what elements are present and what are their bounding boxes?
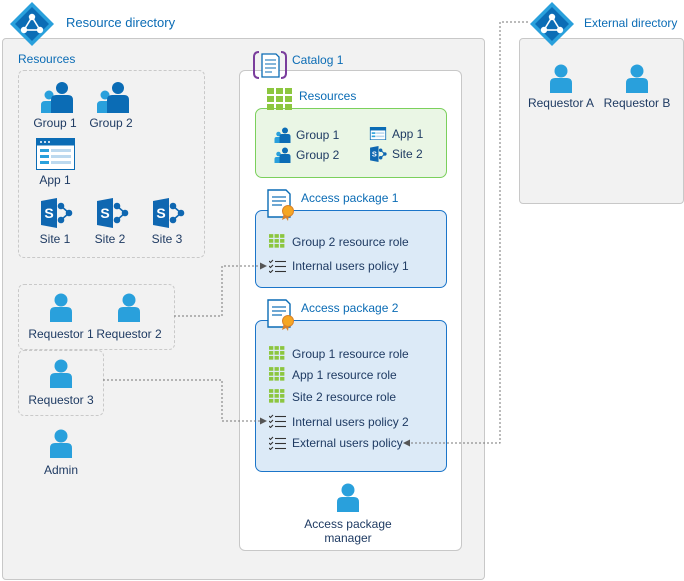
group-1-icon	[40, 81, 74, 113]
connector-external-to-external-policy	[403, 21, 528, 447]
catalog-resources-title: Resources	[299, 89, 357, 103]
ap2-policy-1-label: Internal users policy 2	[292, 415, 409, 429]
svg-text:S: S	[100, 205, 109, 221]
site-3-sharepoint-icon: S	[151, 198, 185, 228]
site-2-label: Site 2	[94, 232, 126, 246]
catalog-app-1-label: App 1	[392, 127, 424, 141]
catalog-title: Catalog 1	[292, 53, 344, 67]
ap1-role-1-label: Group 2 resource role	[292, 235, 409, 249]
ap2-role-2-grid-icon	[269, 367, 285, 382]
access-package-1-title: Access package 1	[301, 191, 399, 205]
ap2-role-1-grid-icon	[269, 346, 285, 361]
svg-text:S: S	[372, 150, 377, 159]
ap2-policy-1-checklist-icon	[269, 414, 286, 428]
access-package-1-box	[255, 210, 447, 288]
svg-text:S: S	[44, 205, 53, 221]
admin-label: Admin	[43, 463, 78, 477]
admin-person-icon	[49, 428, 73, 458]
requestor-1-2-group	[18, 284, 175, 350]
requestor-a-person-icon	[549, 63, 573, 93]
requestor-3-group	[18, 350, 104, 416]
ap2-role-1-label: Group 1 resource role	[292, 347, 409, 361]
requestor-b-label: Requestor B	[603, 96, 671, 110]
catalog-resources-box	[255, 108, 447, 178]
ap2-policy-2-checklist-icon	[269, 436, 286, 450]
connector-requestors-to-policy-1	[174, 262, 267, 317]
group-2-label: Group 2	[89, 116, 133, 130]
catalog-group-2-label: Group 2	[296, 148, 340, 162]
group-2-icon	[96, 81, 130, 113]
requestor-3-label: Requestor 3	[28, 393, 94, 407]
catalog-group-2-icon	[273, 147, 292, 163]
resource-directory-title: Resource directory	[66, 15, 176, 30]
svg-text:S: S	[156, 205, 165, 221]
requestor-2-person-icon	[117, 292, 141, 322]
requestor-1-label: Requestor 1	[28, 327, 94, 341]
ap2-policy-2-label: External users policy	[292, 436, 403, 450]
requestor-b-person-icon	[625, 63, 649, 93]
ap2-role-3-grid-icon	[269, 389, 285, 404]
ap1-policy-checklist-icon	[269, 259, 286, 273]
access-package-manager-label: Access package manager	[304, 517, 392, 545]
requestor-3-person-icon	[49, 358, 73, 388]
connector-requestor-3-to-policy-2	[103, 379, 267, 425]
site-1-label: Site 1	[39, 232, 71, 246]
access-package-2-title: Access package 2	[301, 301, 399, 315]
ap1-role-grid-icon	[269, 234, 285, 249]
access-package-2-icon	[266, 299, 298, 331]
requestor-1-person-icon	[49, 292, 73, 322]
catalog-app-1-icon	[369, 127, 387, 140]
ap2-role-2-label: App 1 resource role	[292, 368, 397, 382]
app-1-label: App 1	[39, 173, 71, 187]
resource-directory-icon	[9, 1, 55, 47]
catalog-group-1-label: Group 1	[296, 128, 340, 142]
ap1-policy-1-label: Internal users policy 1	[292, 259, 409, 273]
site-3-label: Site 3	[151, 232, 183, 246]
site-1-sharepoint-icon: S	[39, 198, 73, 228]
access-package-manager-person-icon	[336, 482, 360, 512]
resources-grid-icon	[267, 88, 293, 112]
app-1-icon	[36, 138, 75, 170]
requestor-a-label: Requestor A	[527, 96, 595, 110]
catalog-site-2-sharepoint-icon: S	[369, 146, 387, 162]
requestor-2-label: Requestor 2	[96, 327, 162, 341]
ap2-role-3-label: Site 2 resource role	[292, 390, 397, 404]
catalog-group-1-icon	[273, 127, 292, 143]
group-1-label: Group 1	[33, 116, 77, 130]
resources-group	[18, 70, 205, 258]
access-package-1-icon	[266, 189, 298, 221]
access-package-2-box	[255, 320, 447, 472]
external-directory-panel	[519, 38, 684, 204]
resources-title: Resources	[18, 52, 76, 66]
external-directory-title: External directory	[584, 16, 678, 30]
external-directory-icon	[529, 1, 575, 47]
site-2-sharepoint-icon: S	[95, 198, 129, 228]
catalog-site-2-label: Site 2	[392, 147, 423, 161]
catalog-icon	[252, 50, 288, 80]
